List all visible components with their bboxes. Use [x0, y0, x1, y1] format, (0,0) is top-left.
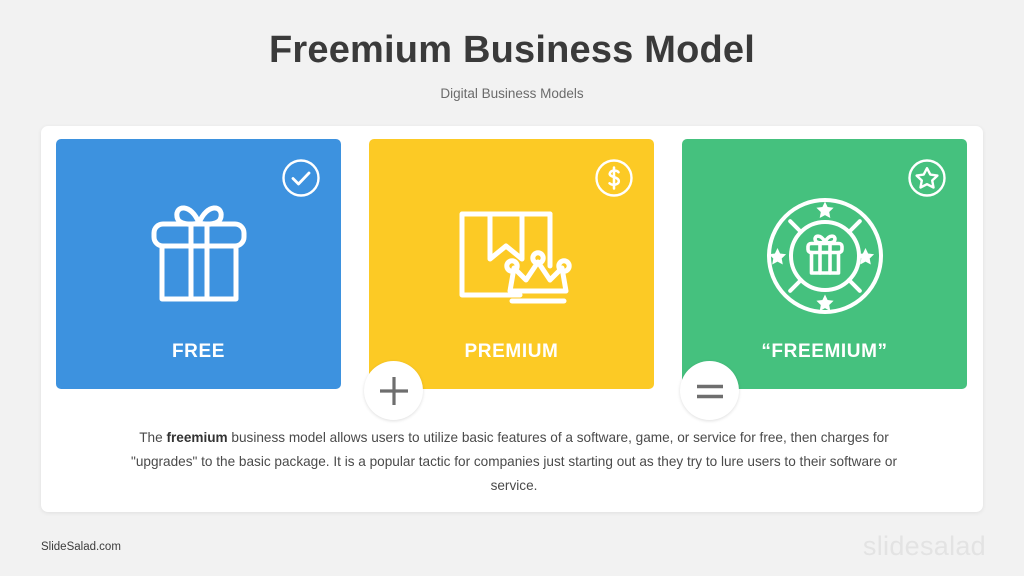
card-label-free: FREE — [171, 341, 226, 362]
page-subtitle: Digital Business Models — [440, 85, 584, 101]
star-circle-icon — [905, 156, 949, 200]
plus-icon — [379, 376, 408, 405]
description-paragraph: The freemium business model allows users… — [119, 426, 909, 498]
connector-equals — [680, 361, 739, 420]
footer-site-label: SlideSalad.com — [41, 541, 121, 553]
description-part-2: business model allows users to utilize b… — [131, 429, 897, 493]
card-free[interactable]: FREE — [56, 139, 341, 389]
equals-icon — [696, 384, 723, 398]
card-label-freemium: “FREEMIUM” — [761, 341, 888, 362]
gift-icon — [56, 191, 341, 321]
brand-watermark: slidesalad — [862, 531, 986, 561]
content-panel: FREE — [41, 126, 983, 512]
slide-header: Freemium Business Model Digital Business… — [0, 0, 1024, 101]
check-circle-icon — [279, 156, 323, 200]
card-freemium[interactable]: “FREEMIUM” — [682, 139, 967, 389]
dollar-circle-icon — [592, 156, 636, 200]
card-premium[interactable]: PREMIUM — [369, 139, 654, 389]
cards-row: FREE — [56, 139, 968, 389]
connector-plus — [364, 361, 423, 420]
card-label-premium: PREMIUM — [464, 341, 559, 362]
description-bold-term: freemium — [166, 429, 228, 445]
gift-medallion-icon — [682, 191, 967, 321]
premium-box-crown-icon — [369, 191, 654, 321]
description-part-1: The — [139, 429, 167, 445]
page-title: Freemium Business Model — [268, 29, 756, 71]
